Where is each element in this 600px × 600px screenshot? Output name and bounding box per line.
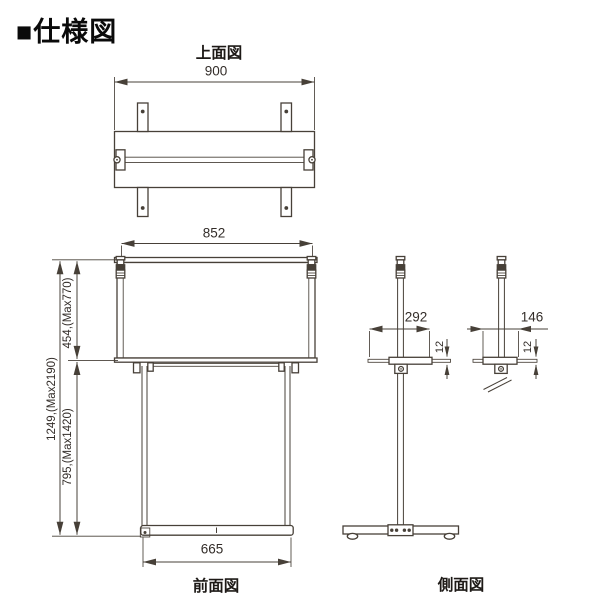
hanger-cap-left	[115, 255, 126, 279]
leg-bottom-left	[136, 186, 149, 218]
front-view-drawing	[52, 240, 318, 567]
top-view-label: 上面図	[195, 45, 243, 62]
hanger-cap-right	[306, 255, 317, 279]
dim-852: 852	[202, 225, 226, 241]
side-cap-detail	[496, 255, 507, 279]
dim-795-max1420: 795,(Max1420)	[62, 408, 74, 486]
side-tray-detail	[482, 356, 518, 365]
board-top-outline	[113, 130, 316, 189]
dim-900: 900	[204, 63, 228, 79]
pen-tray	[149, 363, 283, 367]
top-view-drawing	[113, 77, 316, 218]
side-view-drawing	[342, 255, 548, 540]
side-cap	[395, 255, 406, 279]
caster-right	[443, 532, 456, 540]
front-view-label: 前面図	[192, 578, 240, 595]
dim-12-bracket: 12	[522, 340, 534, 354]
dim-292: 292	[404, 309, 428, 325]
board-bottom-rail	[113, 357, 318, 363]
side-view-label: 側面図	[437, 577, 485, 594]
leg-top-left	[136, 102, 149, 133]
dim-146: 146	[520, 309, 544, 325]
base-bracket	[387, 524, 414, 537]
leg-bottom-right	[280, 186, 293, 218]
side-tray	[388, 356, 433, 365]
page-title: ■仕様図	[16, 17, 118, 47]
break-line	[483, 377, 508, 390]
dim-12-tray: 12	[434, 340, 446, 354]
board-top-rail	[113, 256, 318, 264]
dim-665: 665	[200, 541, 224, 557]
caster-left	[346, 532, 359, 540]
board-front-outline	[116, 261, 316, 359]
leg-top-right	[280, 102, 293, 133]
dim-1249-max2190: 1249,(Max2190)	[46, 357, 58, 441]
dim-454-max770: 454,(Max770)	[62, 277, 74, 349]
